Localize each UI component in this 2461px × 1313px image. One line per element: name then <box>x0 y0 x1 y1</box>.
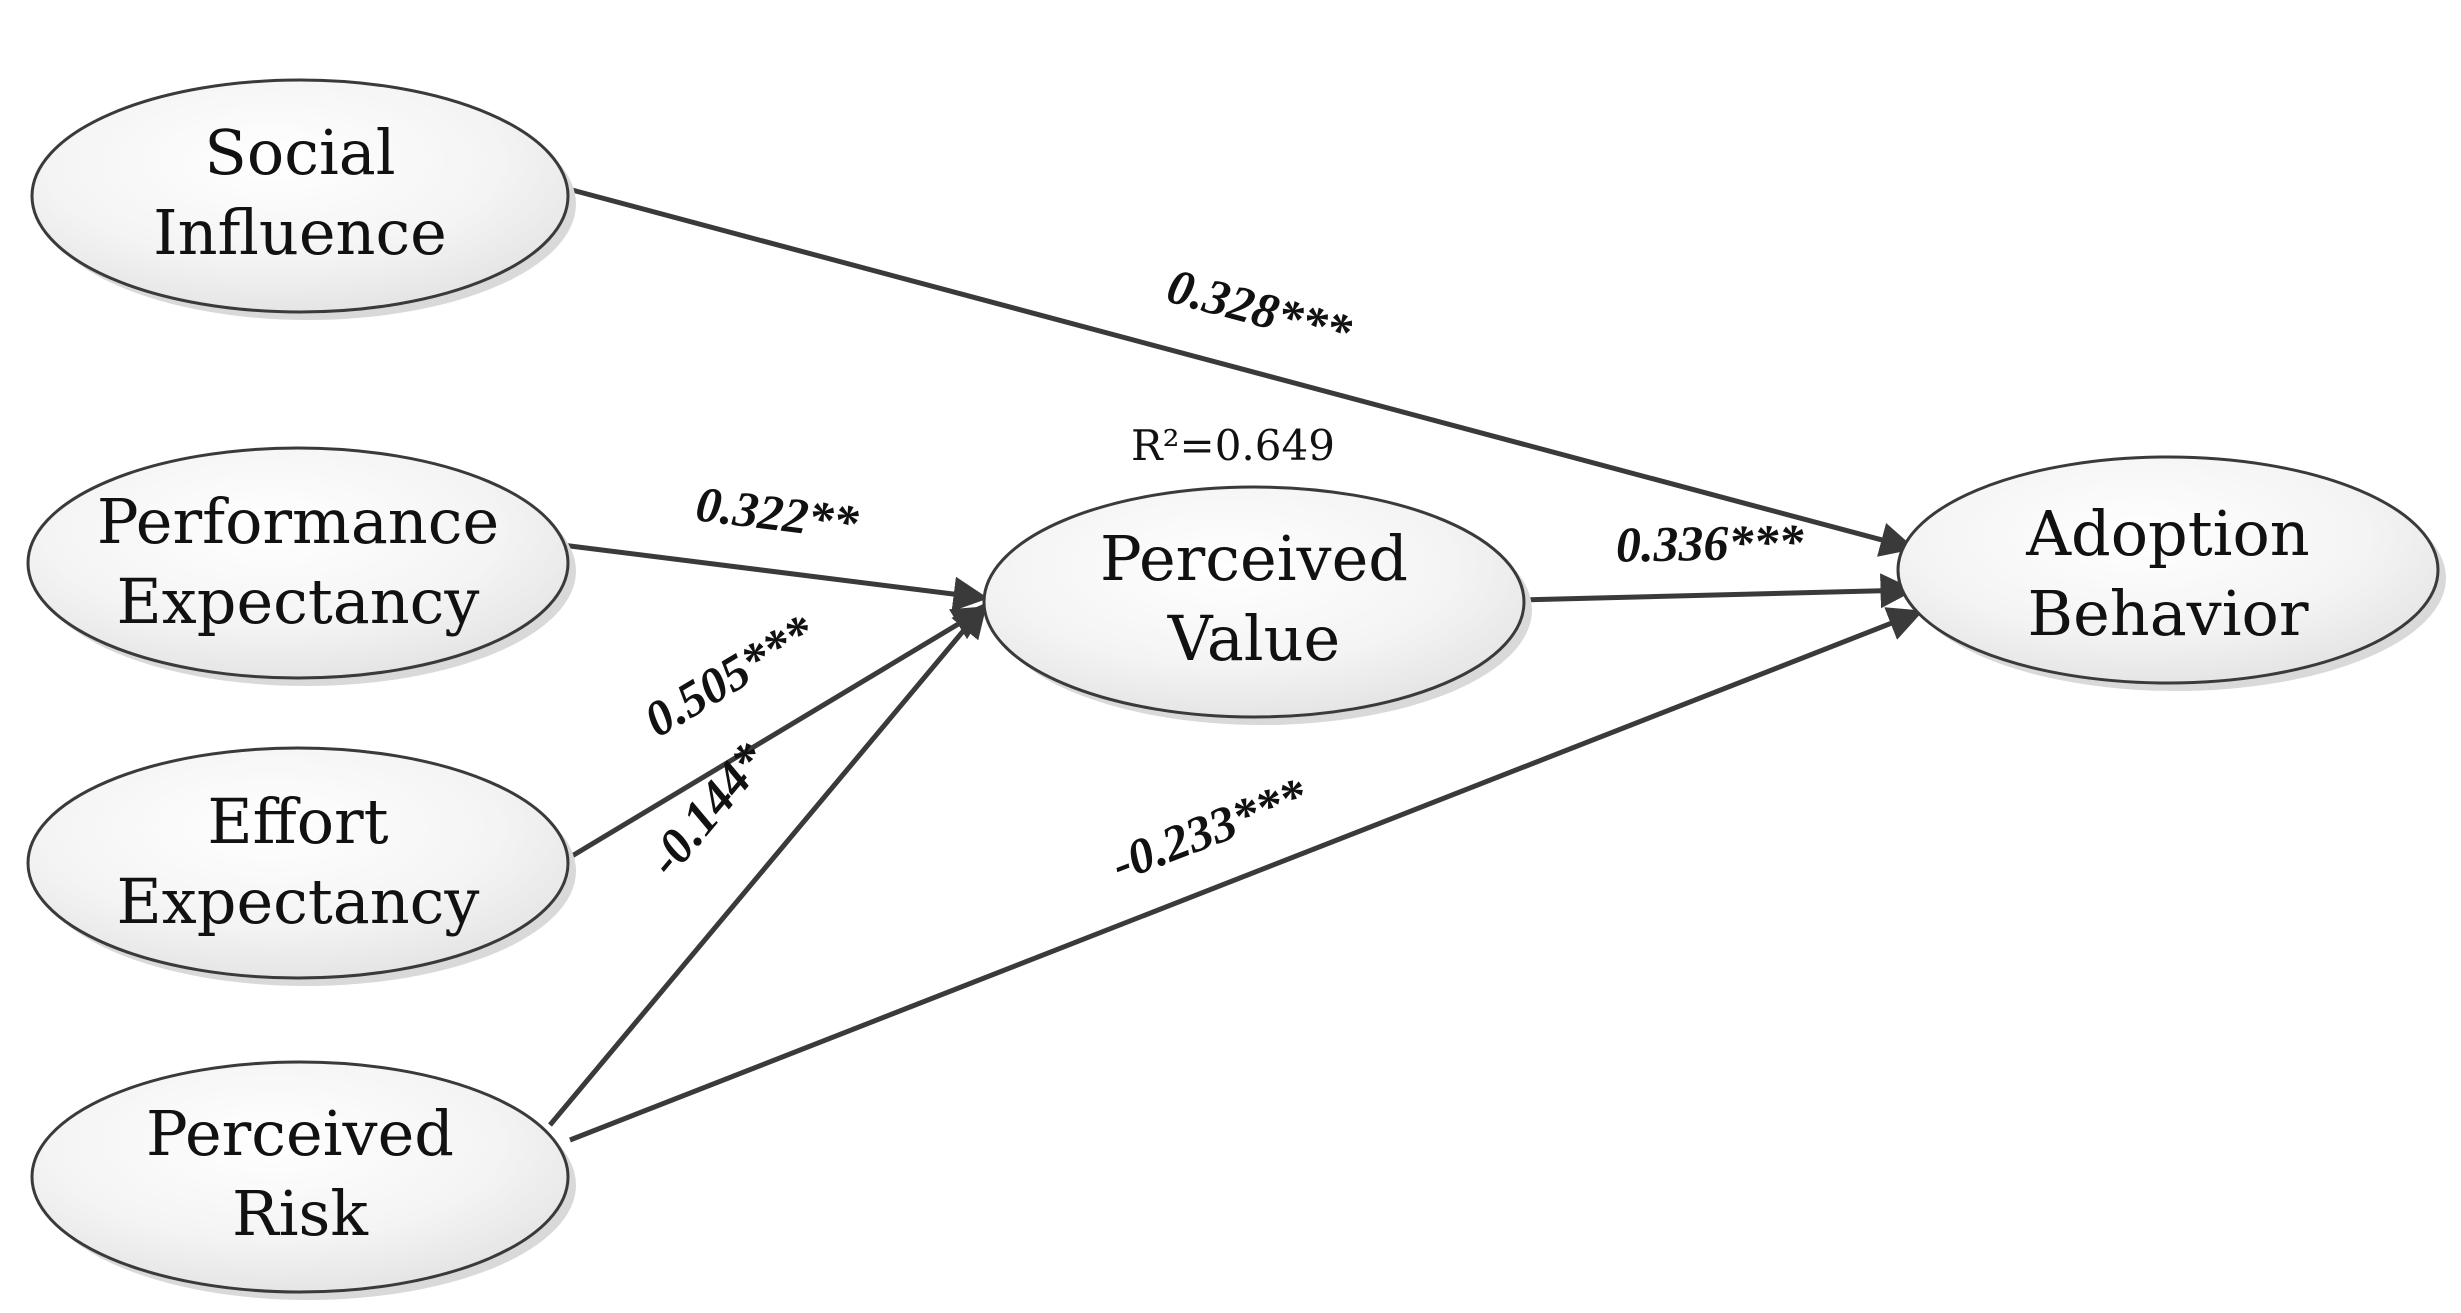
path-value-to-adoption <box>1517 573 1916 609</box>
coef-risk-to-adoption: -0.233*** <box>1104 766 1316 892</box>
node-perceived-risk: Perceived Risk <box>30 1060 576 1300</box>
node-label-line2: Value <box>1167 602 1341 675</box>
coef-performance-to-value: 0.322** <box>693 475 862 551</box>
node-label-line2: Behavior <box>2028 577 2309 650</box>
node-social-influence: Social Influence <box>30 78 576 320</box>
node-perceived-value: Perceived Value <box>982 485 1532 725</box>
coef-value-to-adoption: 0.336*** <box>1615 513 1804 572</box>
node-label-line1: Perceived <box>146 1097 454 1170</box>
node-label-line2: Expectancy <box>117 865 480 938</box>
node-effort-expectancy: Effort Expectancy <box>26 746 576 986</box>
node-label-line1: Effort <box>207 785 388 858</box>
node-label-line2: Influence <box>153 196 447 269</box>
r-squared-label: R²=0.649 <box>1131 421 1335 470</box>
node-label-line2: Risk <box>232 1177 368 1250</box>
path-risk-to-adoption <box>569 607 1924 1143</box>
node-label-line1: Performance <box>97 485 499 558</box>
node-label-line2: Expectancy <box>117 565 480 638</box>
node-label-line1: Perceived <box>1100 522 1408 595</box>
path-social-to-adoption <box>571 187 1916 557</box>
coef-risk-to-value: -0.144* <box>636 731 779 886</box>
coef-social-to-adoption: 0.328*** <box>1162 257 1359 360</box>
node-label-line1: Social <box>204 116 395 189</box>
path-performance-to-value <box>561 542 989 612</box>
path-effort-to-value <box>560 605 989 865</box>
coef-effort-to-value: 0.505*** <box>634 603 824 748</box>
node-label-line1: Adoption <box>2025 497 2309 570</box>
node-performance-expectancy: Performance Expectancy <box>26 446 576 686</box>
node-adoption-behavior: Adoption Behavior <box>1896 455 2446 691</box>
path-risk-to-value <box>548 602 988 1127</box>
